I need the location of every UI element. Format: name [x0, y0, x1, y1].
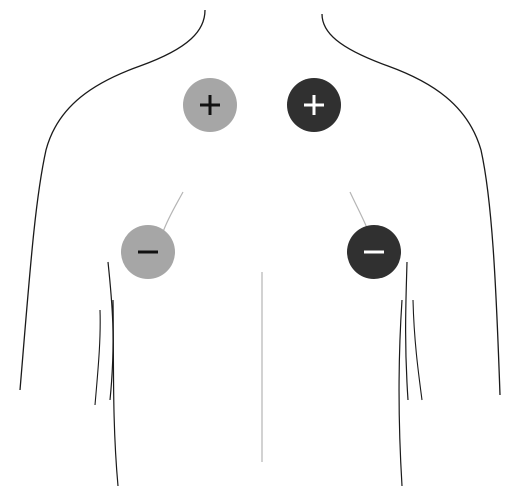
left-arm-crease-short: [94, 309, 101, 406]
electrode-positive-light: [183, 78, 237, 132]
left-arm-crease-outer: [112, 299, 119, 487]
plus-icon: [200, 95, 220, 115]
right-arm-crease-outer: [398, 299, 403, 487]
minus-icon: [364, 250, 384, 254]
minus-icon: [138, 250, 158, 254]
plus-icon: [304, 95, 324, 115]
torso-right-outline: [321, 13, 501, 396]
left-chest-line: [162, 191, 184, 233]
left-arm-crease-inner: [107, 261, 114, 401]
electrode-positive-dark: [287, 78, 341, 132]
right-arm-crease-inner: [405, 261, 409, 401]
electrode-negative-light: [121, 225, 175, 279]
electrode-negative-dark: [347, 225, 401, 279]
right-arm-crease-short: [412, 299, 423, 401]
torso-left-outline: [19, 9, 206, 391]
right-chest-line: [349, 191, 368, 229]
